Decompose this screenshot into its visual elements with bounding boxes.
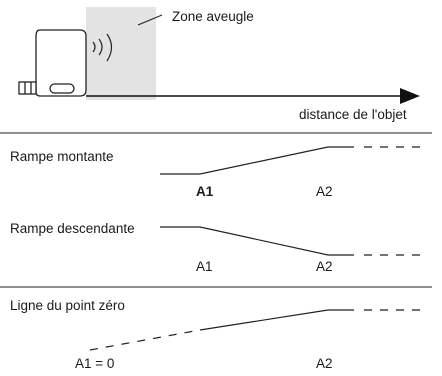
rising-ramp-a2-label: A2 [316, 184, 333, 199]
zero-point-a1-label: A1 = 0 [75, 356, 115, 371]
falling-ramp-a2-label: A2 [316, 259, 333, 274]
zero-point-title: Ligne du point zéro [10, 298, 125, 313]
blind-zone-area [86, 7, 156, 100]
falling-ramp-title: Rampe descendante [10, 221, 135, 236]
zero-point-curve [89, 309, 420, 351]
distance-axis-label: distance de l'objet [299, 107, 407, 122]
ultrasonic-sensor-icon [18, 29, 87, 97]
rising-ramp-curve [160, 146, 420, 175]
rising-ramp-a1-label: A1 [196, 184, 214, 199]
zero-point-a2-label: A2 [316, 356, 333, 371]
blind-zone-label: Zone aveugle [172, 9, 254, 24]
axis-arrowhead [400, 88, 420, 104]
falling-ramp-curve [160, 226, 420, 256]
blind-zone-leader [137, 14, 163, 26]
falling-ramp-a1-label: A1 [196, 259, 213, 274]
rising-ramp-title: Rampe montante [10, 149, 114, 164]
sound-waves-icon [92, 33, 113, 62]
